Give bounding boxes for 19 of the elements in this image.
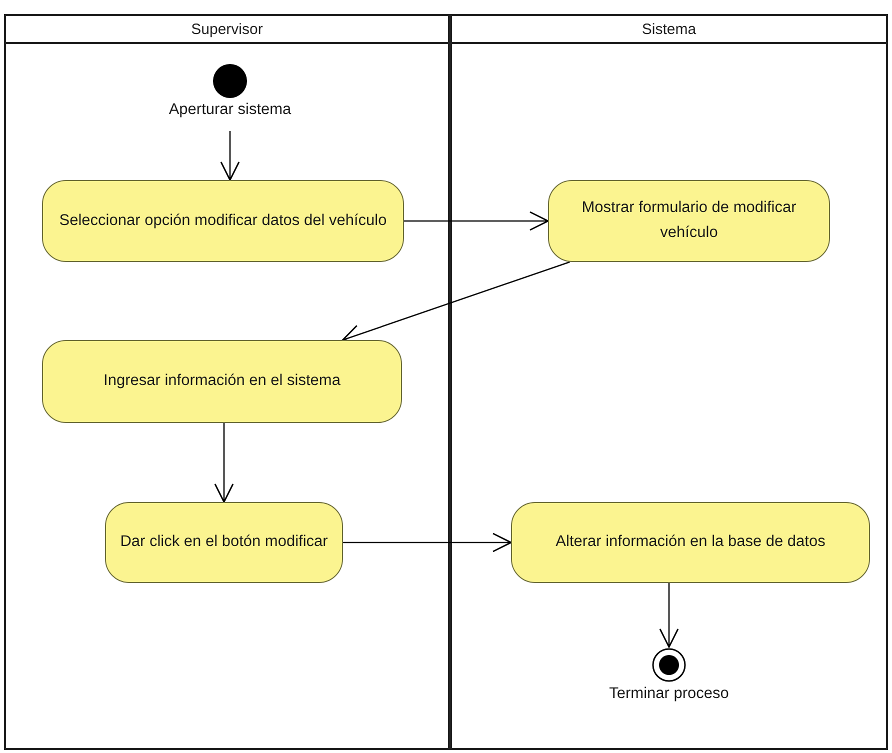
action-label: Seleccionar opción modificar datos del vehículo <box>59 210 387 231</box>
arrow <box>220 131 240 181</box>
arrow <box>343 532 512 552</box>
action-label: Dar click en el botón modificar <box>120 532 328 552</box>
action-label: Ingresar información en el sistema <box>104 371 340 392</box>
action-label: Alterar información en la base de datos <box>556 532 826 552</box>
arrow <box>404 211 549 231</box>
action-box <box>105 502 343 583</box>
action-box <box>42 180 404 262</box>
action-box <box>511 502 870 583</box>
arrow <box>659 583 679 648</box>
action-box <box>42 340 402 423</box>
node-caption: Terminar proceso <box>609 685 729 703</box>
action-label: Mostrar formulario de modificar vehículo <box>580 198 798 243</box>
node-caption: Aperturar sistema <box>168 101 292 119</box>
swimlane <box>450 14 888 750</box>
swimlane <box>4 14 450 750</box>
action-box <box>548 180 830 262</box>
arrow <box>214 423 234 503</box>
